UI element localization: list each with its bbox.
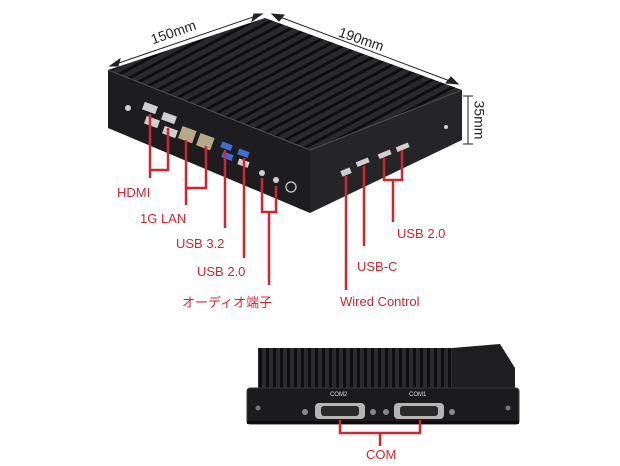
callout-usb-3-2: USB 3.2: [176, 236, 225, 251]
mini-pc-top-view: [107, 18, 463, 213]
callout-usb-c: USB-C: [357, 259, 398, 274]
callout-1g-lan: 1G LAN: [140, 211, 187, 226]
com-connectors: [255, 403, 511, 419]
rear-panel: [246, 387, 520, 425]
side-port-icons: [340, 125, 448, 177]
com1-marking: COM1: [409, 392, 427, 398]
callout-usb-2-0-side: USB 2.0: [397, 226, 446, 241]
callout-com: COM: [366, 447, 397, 462]
callout-audio-jack: オーディオ端子: [182, 295, 273, 310]
callout-hdmi: HDMI: [117, 185, 151, 200]
heatsink-fins: [108, 18, 462, 150]
rear-fins: [258, 348, 458, 390]
callout-usb-2-0-front: USB 2.0: [197, 264, 246, 279]
mini-pc-rear-view: [246, 344, 520, 446]
callout-wired-control: Wired Control: [340, 294, 420, 309]
callout-lines: [148, 114, 404, 290]
dimension-lines: [108, 13, 473, 145]
height-dimension-label: 35mm: [471, 100, 488, 140]
com2-marking: COM2: [330, 392, 348, 398]
